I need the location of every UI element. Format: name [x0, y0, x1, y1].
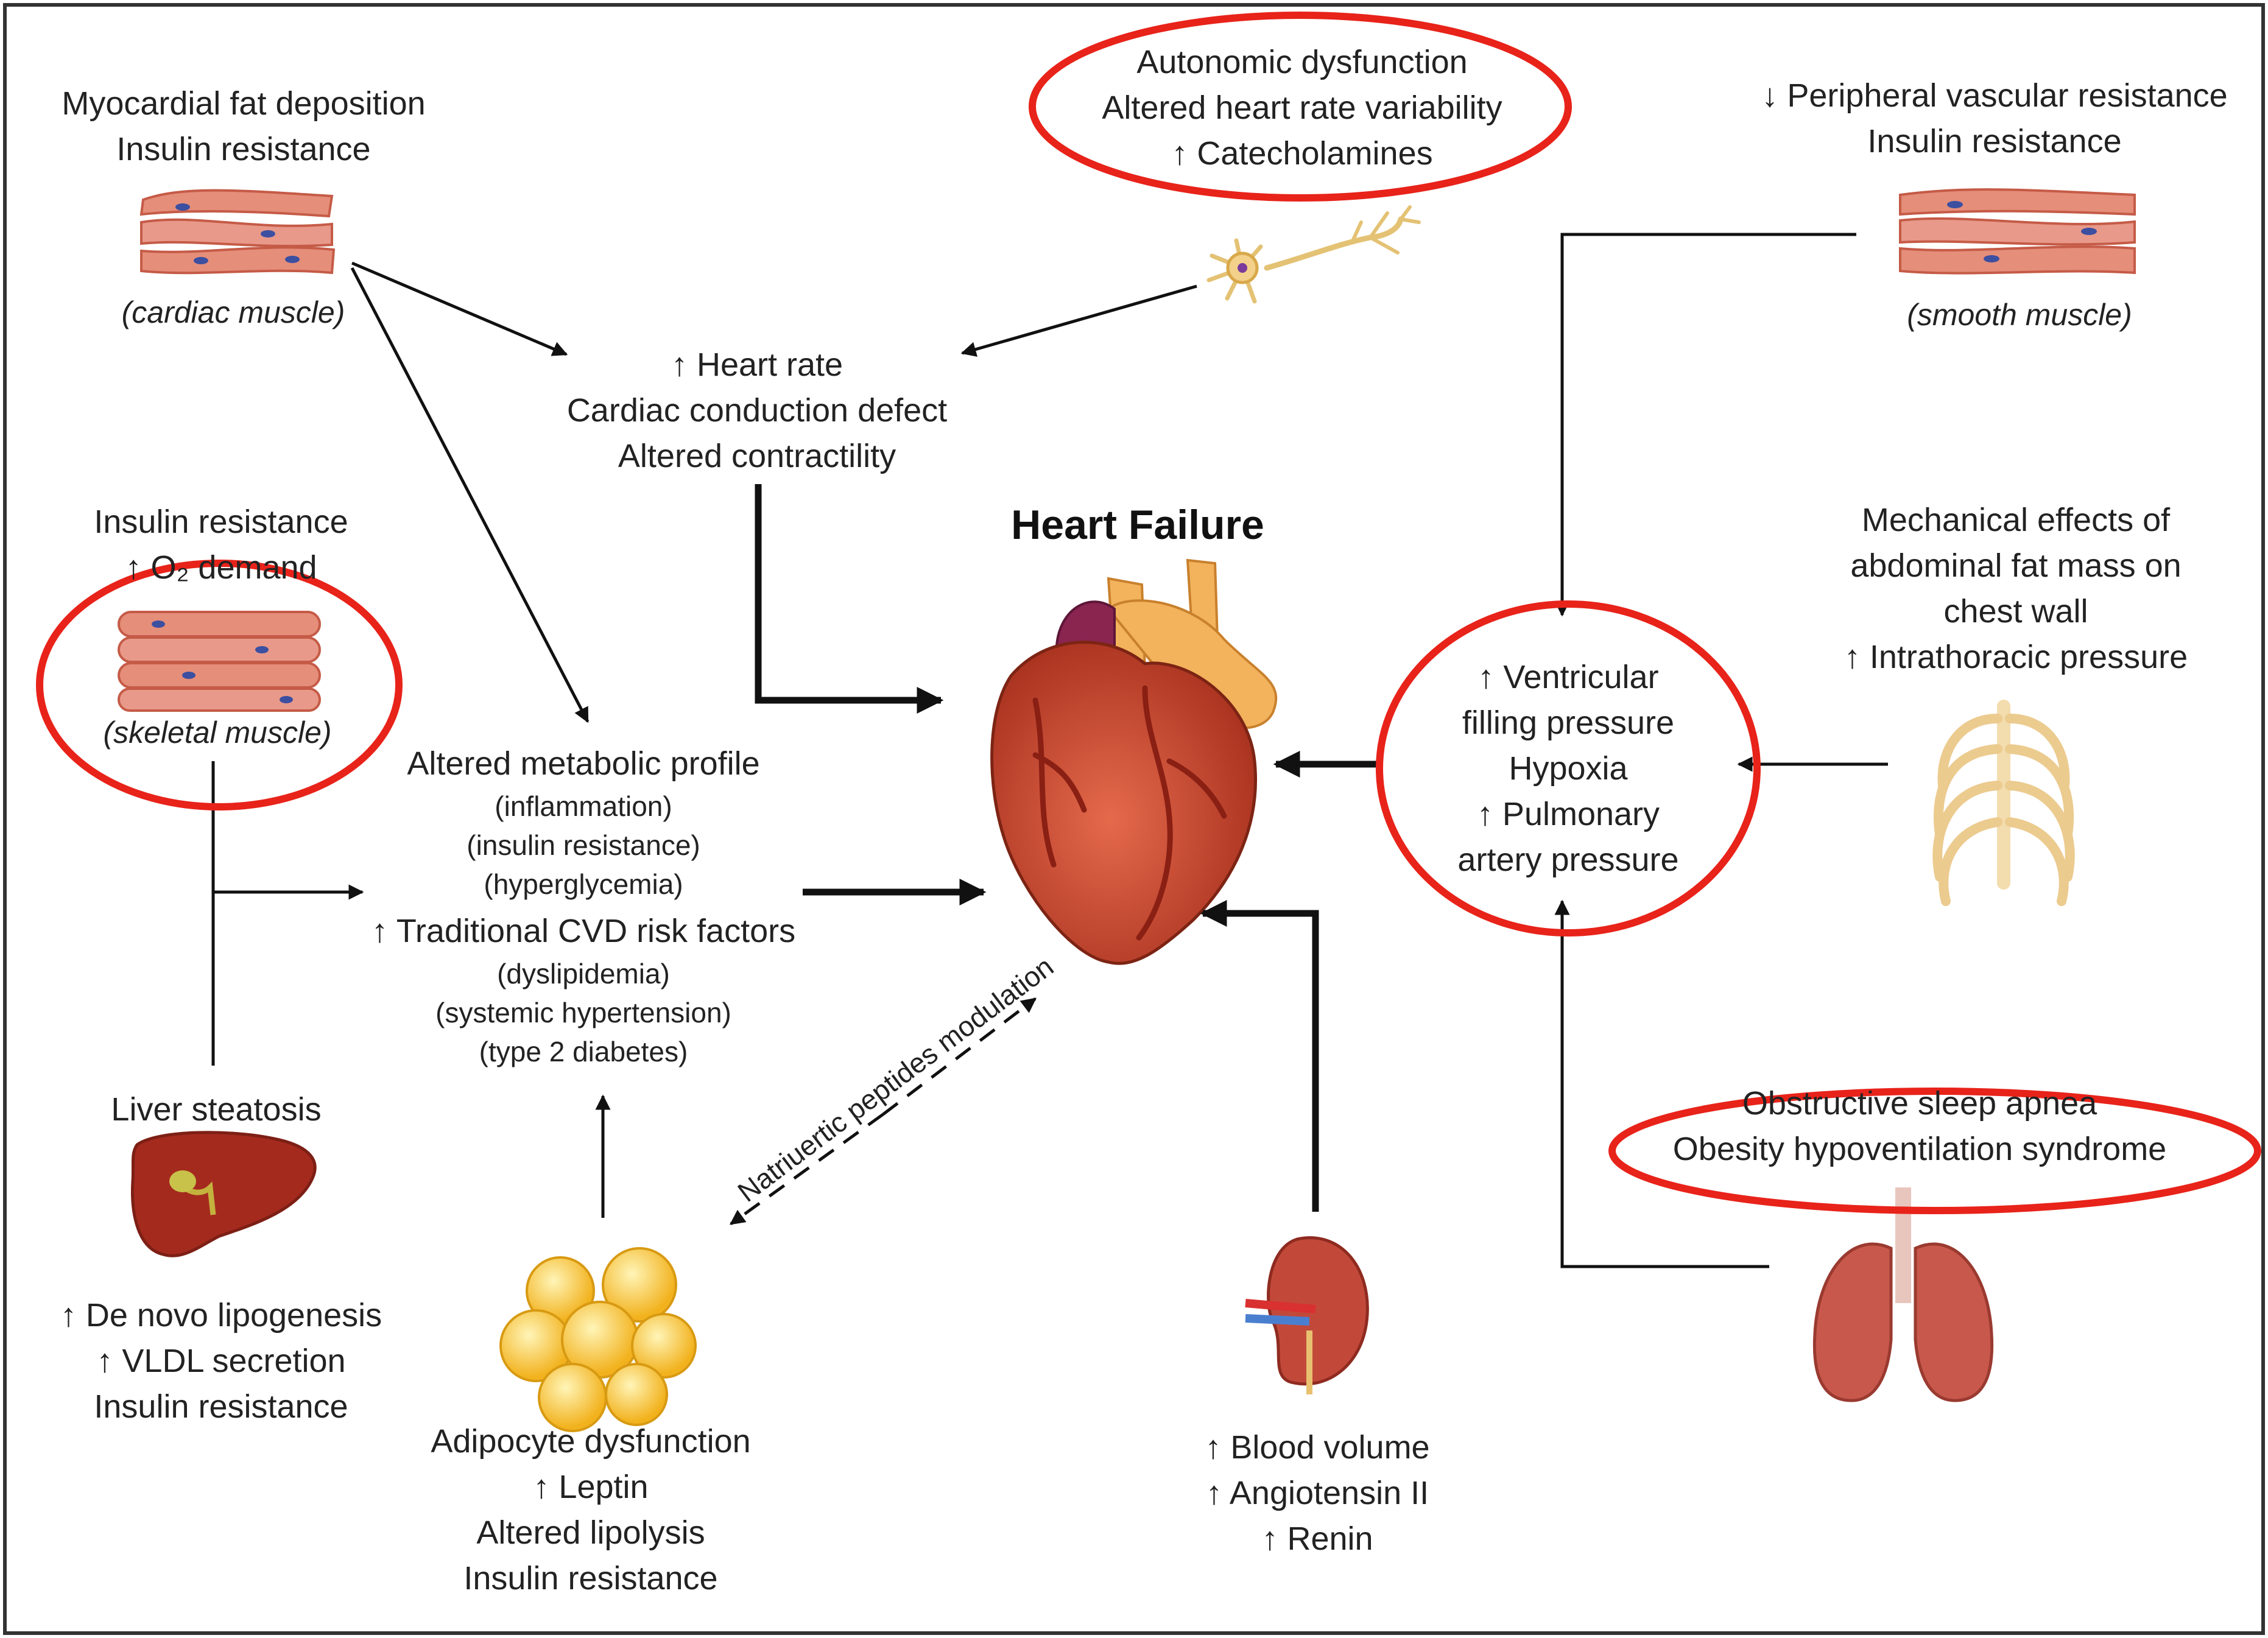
liver-line-1: ↑ De novo lipogenesis — [60, 1293, 382, 1338]
metabolic-heading: Altered metabolic profile — [372, 741, 795, 787]
autonomic-line-1: Autonomic dysfunction — [1102, 40, 1502, 85]
arrow-smooth-to-ventricular — [1562, 234, 1856, 615]
arrow-kidney-to-heart — [1203, 913, 1315, 1212]
conduction-line-1: ↑ Heart rate — [567, 342, 947, 388]
ventricular-line-2: filling pressure — [1457, 700, 1678, 746]
autonomic-line-3: ↑ Catecholamines — [1102, 131, 1502, 177]
liver-icon — [133, 1133, 315, 1256]
adipocyte-text: Adipocyte dysfunction ↑ Leptin Altered l… — [431, 1419, 750, 1601]
skeletal-muscle-icon — [119, 612, 320, 711]
kidney-text: ↑ Blood volume ↑ Angiotensin II ↑ Renin — [1205, 1425, 1429, 1562]
cardiac-muscle-caption: (cardiac muscle) — [122, 292, 345, 332]
smooth-line-2: Insulin resistance — [1761, 119, 2227, 164]
autonomic-line-2: Altered heart rate variability — [1102, 85, 1502, 131]
cvd-item-2: (systemic hypertension) — [372, 993, 795, 1032]
adipocyte-line-2: ↑ Leptin — [431, 1464, 750, 1510]
liver-text: ↑ De novo lipogenesis ↑ VLDL secretion I… — [60, 1293, 382, 1430]
skeletal-line-2: ↑ O₂ demand — [94, 545, 348, 591]
conduction-text: ↑ Heart rate Cardiac conduction defect A… — [567, 342, 947, 479]
smooth-muscle-text: ↓ Peripheral vascular resistance Insulin… — [1761, 73, 2227, 164]
kidney-line-2: ↑ Angiotensin II — [1205, 1471, 1429, 1516]
osa-line-2: Obesity hypoventilation syndrome — [1673, 1127, 2166, 1172]
conduction-line-3: Altered contractility — [567, 434, 947, 479]
neuron-icon — [1209, 207, 1419, 301]
ventricular-line-4: ↑ Pulmonary — [1457, 792, 1678, 837]
smooth-muscle-icon — [1900, 189, 2135, 273]
skeletal-muscle-text: Insulin resistance ↑ O₂ demand — [94, 499, 348, 591]
metabolic-profile-text: Altered metabolic profile (inflammation)… — [372, 741, 795, 1071]
arrow-cardiac-to-conduction — [352, 263, 566, 354]
liver-line-2: ↑ VLDL secretion — [60, 1338, 382, 1384]
liver-line-3: Insulin resistance — [60, 1384, 382, 1430]
cardiac-line-2: Insulin resistance — [62, 127, 425, 172]
ribcage-icon — [1937, 706, 2069, 901]
metabolic-item-2: (insulin resistance) — [372, 826, 795, 865]
adipocyte-line-4: Insulin resistance — [431, 1556, 750, 1601]
cardiac-muscle-text: Myocardial fat deposition Insulin resist… — [62, 81, 425, 172]
lungs-icon — [1814, 1187, 1992, 1401]
mechanical-line-4: ↑ Intrathoracic pressure — [1844, 634, 2188, 680]
smooth-line-1: ↓ Peripheral vascular resistance — [1761, 73, 2227, 119]
cardiac-line-1: Myocardial fat deposition — [62, 81, 425, 127]
metabolic-item-1: (inflammation) — [372, 787, 795, 826]
osa-text: Obstructive sleep apnea Obesity hypovent… — [1673, 1081, 2166, 1172]
cvd-heading: ↑ Traditional CVD risk factors — [372, 909, 795, 954]
cardiac-muscle-icon — [141, 191, 334, 273]
skeletal-muscle-caption: (skeletal muscle) — [103, 712, 331, 753]
ventricular-text: ↑ Ventricular filling pressure Hypoxia ↑… — [1457, 655, 1678, 883]
ventricular-line-3: Hypoxia — [1457, 746, 1678, 792]
conduction-line-2: Cardiac conduction defect — [567, 388, 947, 434]
mechanical-line-2: abdominal fat mass on — [1844, 543, 2188, 589]
cvd-item-1: (dyslipidemia) — [372, 954, 795, 993]
arrow-conduction-to-heart — [758, 484, 941, 700]
adipocyte-line-3: Altered lipolysis — [431, 1510, 750, 1556]
adipocyte-line-1: Adipocyte dysfunction — [431, 1419, 750, 1464]
metabolic-item-3: (hyperglycemia) — [372, 865, 795, 904]
cvd-item-3: (type 2 diabetes) — [372, 1032, 795, 1071]
skeletal-line-1: Insulin resistance — [94, 499, 348, 545]
mechanical-line-1: Mechanical effects of — [1844, 497, 2188, 543]
arrow-cardiac-to-metabolic — [352, 268, 588, 722]
autonomic-text: Autonomic dysfunction Altered heart rate… — [1102, 40, 1502, 177]
mechanical-line-3: chest wall — [1844, 589, 2188, 634]
ventricular-line-5: artery pressure — [1457, 837, 1678, 883]
ventricular-line-1: ↑ Ventricular — [1457, 655, 1678, 700]
adipocyte-icon — [501, 1248, 696, 1431]
arrow-neuron-to-conduction — [962, 286, 1197, 353]
smooth-muscle-caption: (smooth muscle) — [1907, 295, 2132, 335]
osa-line-1: Obstructive sleep apnea — [1673, 1081, 2166, 1127]
mechanical-text: Mechanical effects of abdominal fat mass… — [1844, 497, 2188, 680]
liver-title: Liver steatosis — [111, 1087, 321, 1133]
diagram-title: Heart Failure — [1011, 501, 1264, 549]
kidney-line-3: ↑ Renin — [1205, 1516, 1429, 1562]
kidney-icon — [1245, 1238, 1367, 1394]
heart-icon — [992, 560, 1277, 963]
kidney-line-1: ↑ Blood volume — [1205, 1425, 1429, 1471]
